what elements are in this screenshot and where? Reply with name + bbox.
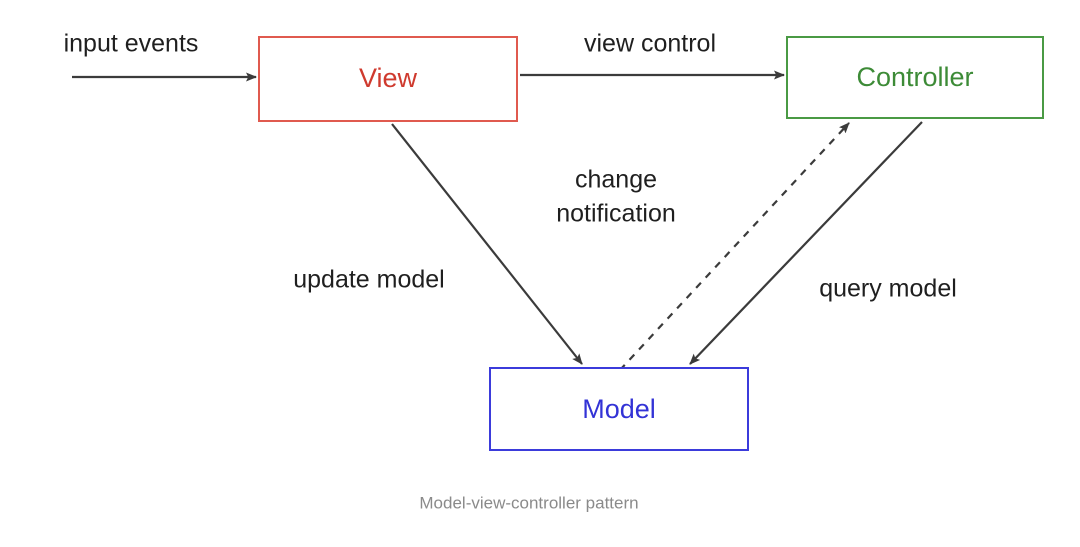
edge-update-model-line — [391, 123, 583, 365]
edge-label-query-model: query model — [819, 275, 957, 303]
node-controller-label: Controller — [856, 62, 973, 92]
edge-label-change-notification-line2: notification — [556, 200, 676, 228]
diagram-caption: Model-view-controller pattern — [419, 493, 638, 512]
node-model-box[interactable] — [489, 367, 749, 451]
node-view-label: View — [359, 63, 418, 93]
edge-change-notification-line — [619, 122, 850, 371]
node-view-box[interactable] — [258, 36, 518, 122]
node-controller-box[interactable] — [786, 36, 1044, 119]
edge-label-input-events: input events — [64, 30, 199, 58]
edge-label-change-notification-line1: change — [575, 166, 657, 194]
edge-label-view-control: view control — [584, 30, 716, 58]
edge-label-update-model: update model — [293, 266, 445, 294]
edge-query-model-line — [689, 121, 923, 365]
node-model-label: Model — [582, 394, 656, 424]
